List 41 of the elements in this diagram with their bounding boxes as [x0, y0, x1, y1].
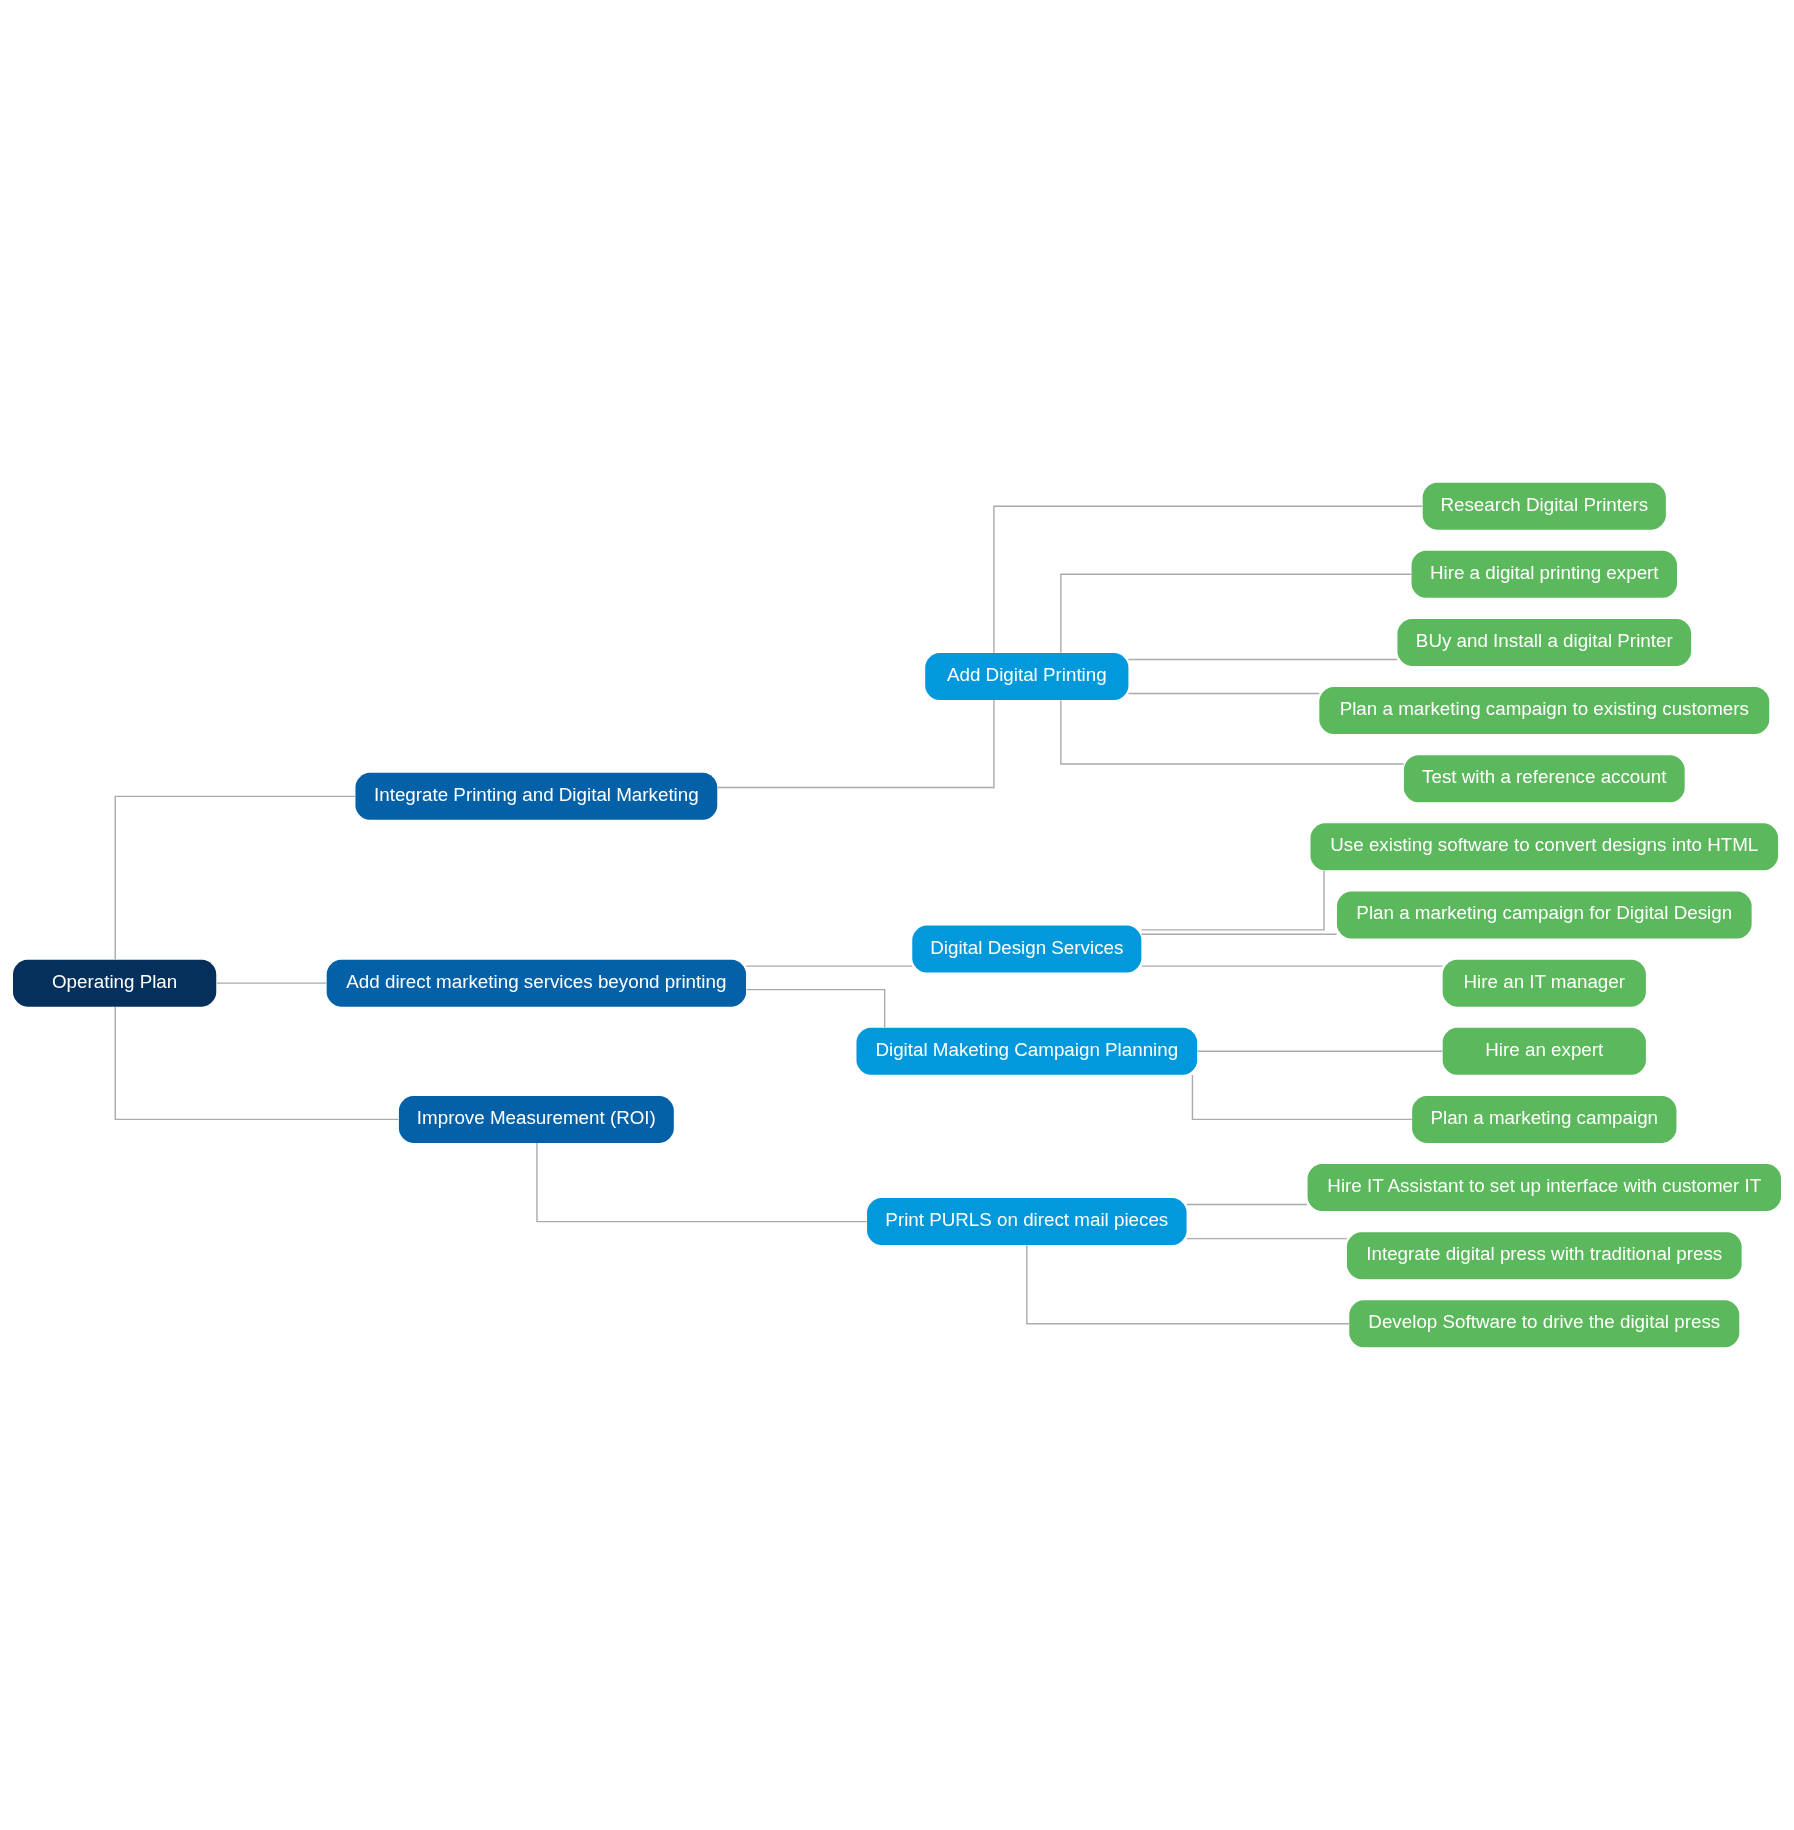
node-box: Develop Software to drive the digital press	[1349, 1300, 1740, 1348]
node-box: Plan a marketing campaign for Digital Design	[1336, 891, 1752, 939]
connector	[745, 965, 913, 967]
node-box: BUy and Install a digital Printer	[1397, 618, 1692, 666]
node-box: Research Digital Printers	[1422, 482, 1666, 530]
connector	[1127, 658, 1399, 661]
node-box: Add direct marketing services beyond printing	[326, 959, 747, 1007]
node-box: Plan a marketing campaign	[1412, 1095, 1677, 1143]
connector	[216, 982, 328, 984]
connector	[1127, 692, 1320, 695]
connector	[1185, 1203, 1308, 1206]
connector	[114, 1006, 400, 1121]
connector	[1026, 1244, 1350, 1325]
connector	[114, 795, 356, 961]
node-box: Use existing software to convert designs into HTML	[1310, 823, 1779, 871]
connector	[1141, 869, 1325, 931]
node-box: Digital Maketing Campaign Planning	[856, 1027, 1198, 1075]
node-box: Hire a digital printing expert	[1411, 550, 1677, 598]
node-box: Hire IT Assistant to set up interface with customer IT	[1307, 1164, 1781, 1212]
connector	[1140, 933, 1338, 935]
node-box: Plan a marketing campaign to existing customers	[1319, 687, 1770, 735]
node-box: Integrate Printing and Digital Marketing	[355, 772, 718, 820]
node-box: Integrate digital press with traditional press	[1346, 1232, 1742, 1280]
connector	[1185, 1237, 1348, 1240]
node-box: Digital Design Services	[912, 925, 1142, 973]
node-box: Hire an expert	[1442, 1027, 1646, 1075]
connector	[1191, 1074, 1413, 1121]
connector	[745, 988, 886, 1029]
connector	[993, 505, 1424, 654]
connector	[1140, 965, 1444, 967]
node-box: Improve Measurement (ROI)	[398, 1095, 674, 1143]
connector	[1196, 1050, 1444, 1052]
connector	[716, 699, 995, 789]
node-box: Operating Plan	[13, 959, 217, 1007]
connector	[536, 1142, 868, 1223]
node-box: Hire an IT manager	[1442, 959, 1646, 1007]
node-box: Test with a reference account	[1403, 755, 1685, 803]
node-box: Add Digital Printing	[925, 653, 1129, 700]
connector	[1060, 699, 1405, 765]
connector	[1060, 573, 1412, 654]
node-box: Print PURLS on direct mail pieces	[867, 1198, 1187, 1246]
